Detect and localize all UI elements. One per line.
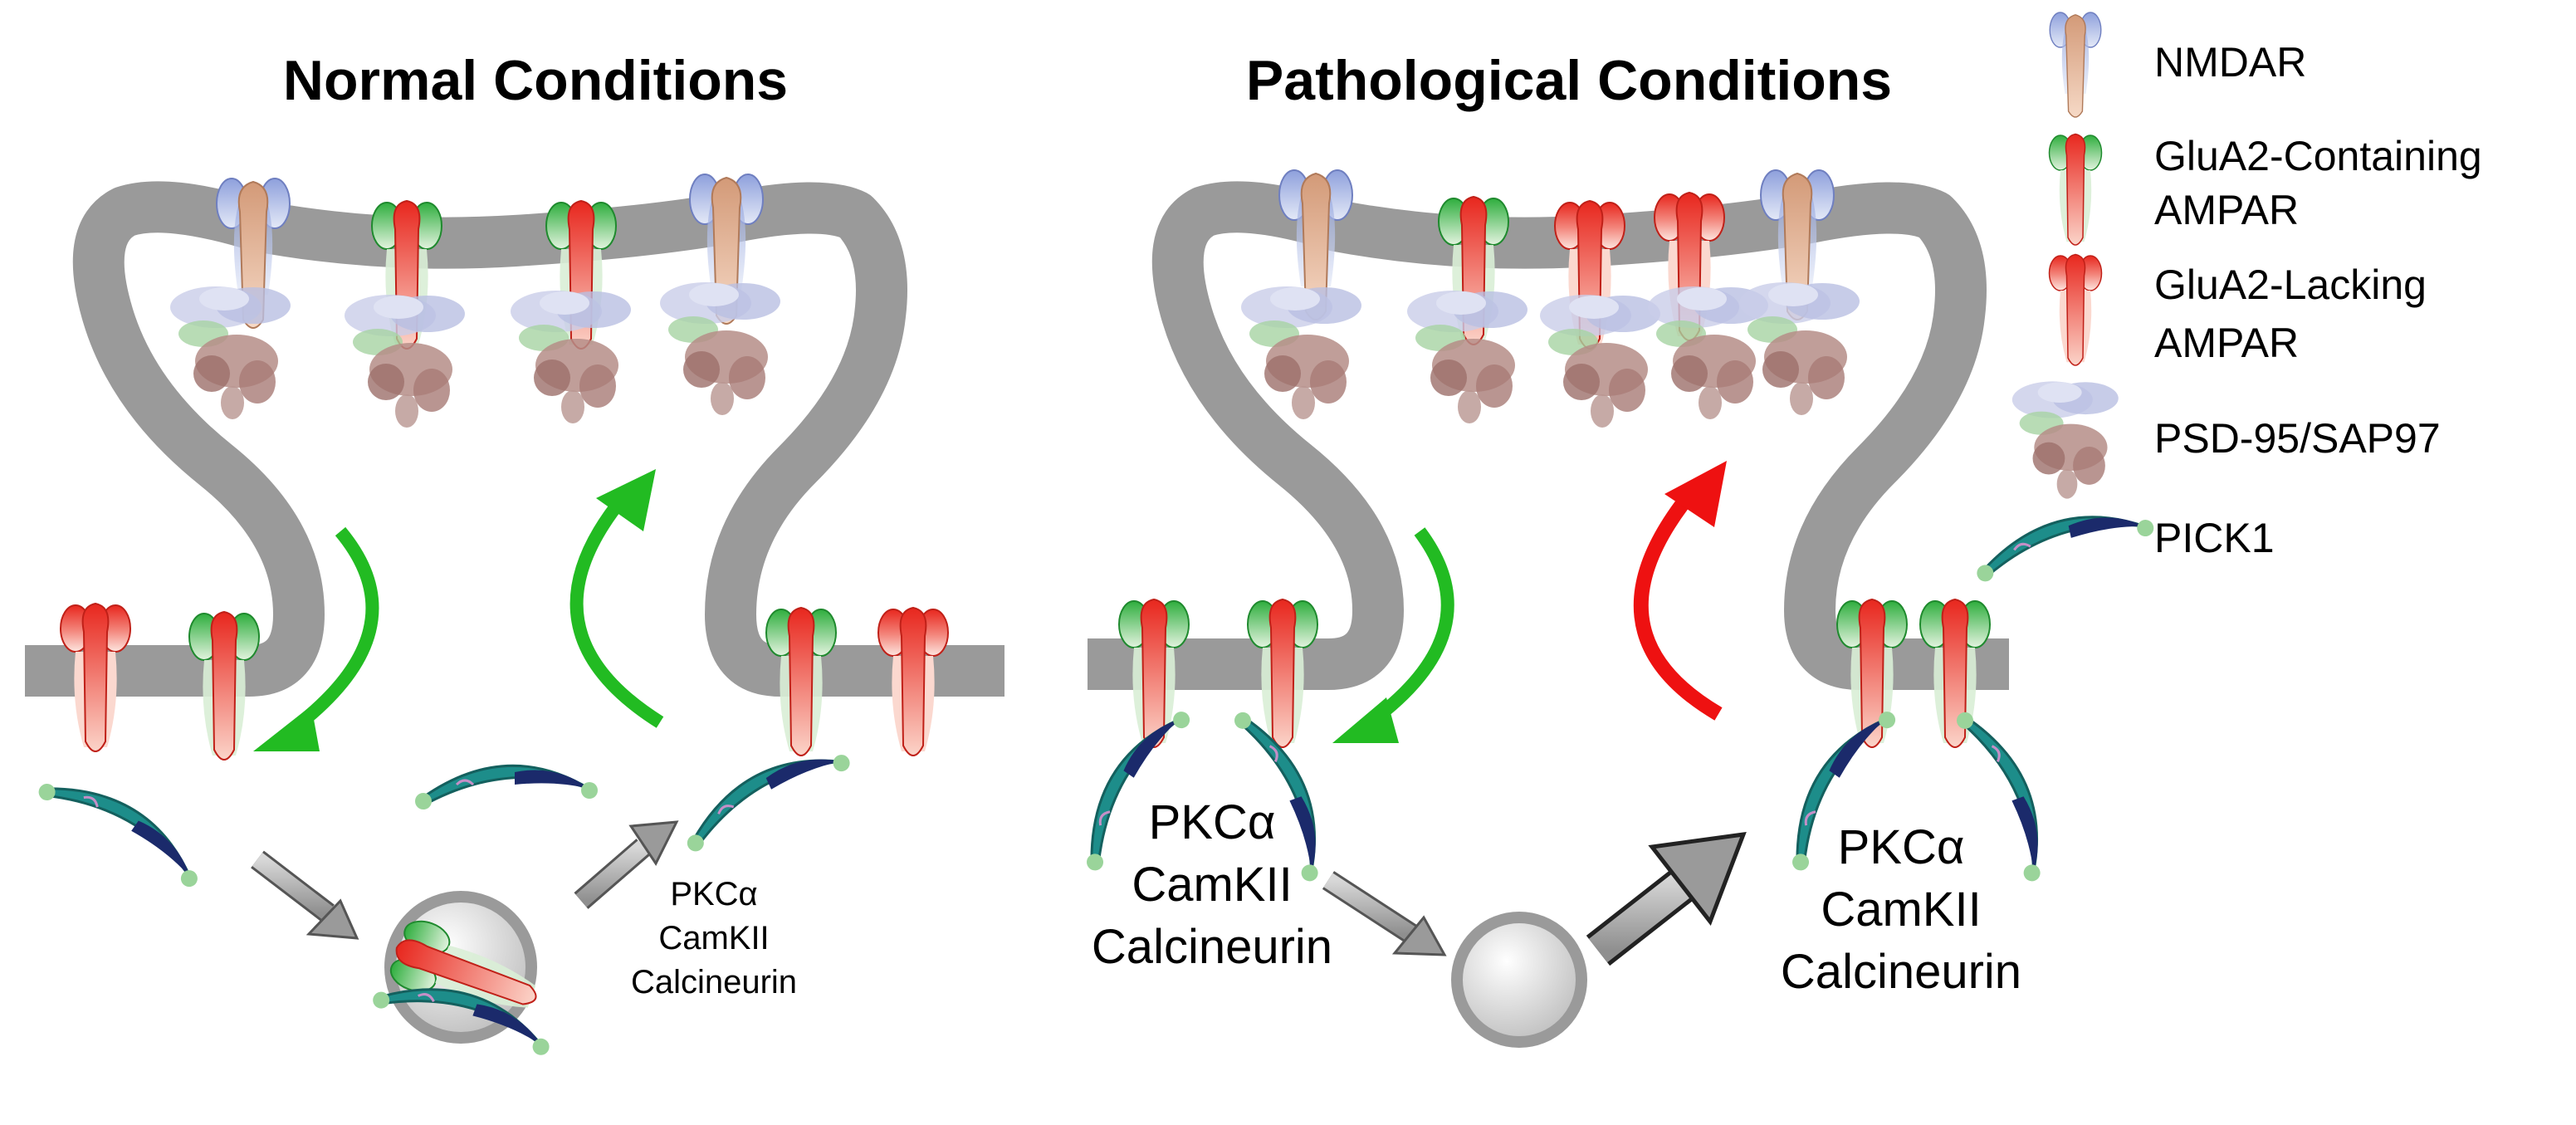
kinase-pkca: PKCα [1149, 795, 1276, 849]
legend-glua2-lacking-label-line2: AMPAR [2154, 320, 2299, 366]
normal-trafficking-arrows [253, 469, 664, 751]
kinase-calcineurin: Calcineurin [1092, 920, 1332, 974]
pathological-synapse-receptors [1241, 169, 1860, 428]
pathological-cytosol [1322, 831, 1747, 1048]
legend-nmdar-icon [2049, 12, 2102, 118]
pick1-protein [672, 736, 858, 856]
recycling-arrow [569, 493, 664, 728]
endocytosis-arrow [1366, 527, 1454, 728]
kinase-label-path-left: PKCα CamKII Calcineurin [1092, 795, 1332, 974]
membrane-normal [25, 181, 1004, 697]
legend-psd95-icon [2011, 381, 2119, 499]
legend-glua2-containing-icon [2048, 133, 2103, 246]
title-pathological-conditions: Pathological Conditions [1246, 49, 1892, 112]
kinase-label-path-right: PKCα CamKII Calcineurin [1781, 820, 2021, 999]
legend-glua2-containing-label-line2: AMPAR [2154, 187, 2299, 233]
pathological-trafficking-arrows [1332, 461, 1727, 743]
psd95-scaffold [345, 295, 465, 428]
legend-pick1-label: PICK1 [2154, 515, 2275, 561]
psd95-scaffold [511, 291, 631, 423]
membrane-pathological [1088, 181, 2009, 690]
kinase-label-normal: PKCα CamKII Calcineurin [631, 876, 797, 1000]
pick1-protein [34, 756, 212, 901]
pick1-protein [1953, 699, 2060, 889]
grey-arrow [628, 820, 679, 866]
reduced-recycling-arrow [1633, 485, 1723, 721]
psd95-scaffold [170, 286, 291, 419]
normal-cytosol [34, 736, 858, 1069]
grey-arrow [306, 898, 359, 940]
legend-glua2-lacking-icon [2048, 253, 2103, 366]
psd95-scaffold [1540, 295, 1660, 428]
psd95-scaffold [1739, 282, 1860, 415]
kinase-calcineurin: Calcineurin [1781, 945, 2021, 999]
legend-nmdar-label: NMDAR [2154, 39, 2306, 86]
kinase-camkii: CamKII [1821, 883, 1981, 937]
pick1-protein [413, 764, 599, 811]
legend-glua2-containing-label-line1: GluA2-Containing [2154, 133, 2482, 179]
kinase-calcineurin: Calcineurin [631, 964, 797, 1000]
legend-glua2-lacking-label-line1: GluA2-Lacking [2154, 262, 2427, 308]
legend-psd95-label: PSD-95/SAP97 [2154, 415, 2441, 462]
psd95-scaffold [660, 282, 780, 415]
legend-pick1-icon [1968, 501, 2159, 585]
endocytosis-arrow [286, 526, 379, 736]
kinase-camkii: CamKII [1132, 858, 1292, 912]
psd95-scaffold [1407, 291, 1528, 423]
kinase-pkca: PKCα [670, 876, 757, 912]
kinase-camkii: CamKII [658, 920, 769, 956]
grey-arrow [1391, 915, 1447, 956]
large-grey-arrow [1648, 831, 1747, 927]
title-normal-conditions: Normal Conditions [283, 49, 788, 112]
kinase-pkca: PKCα [1838, 820, 1965, 874]
endosome-vesicle [1451, 912, 1587, 1048]
legend: NMDAR GluA2-Containing AMPAR GluA2-Lacki… [1968, 12, 2482, 585]
